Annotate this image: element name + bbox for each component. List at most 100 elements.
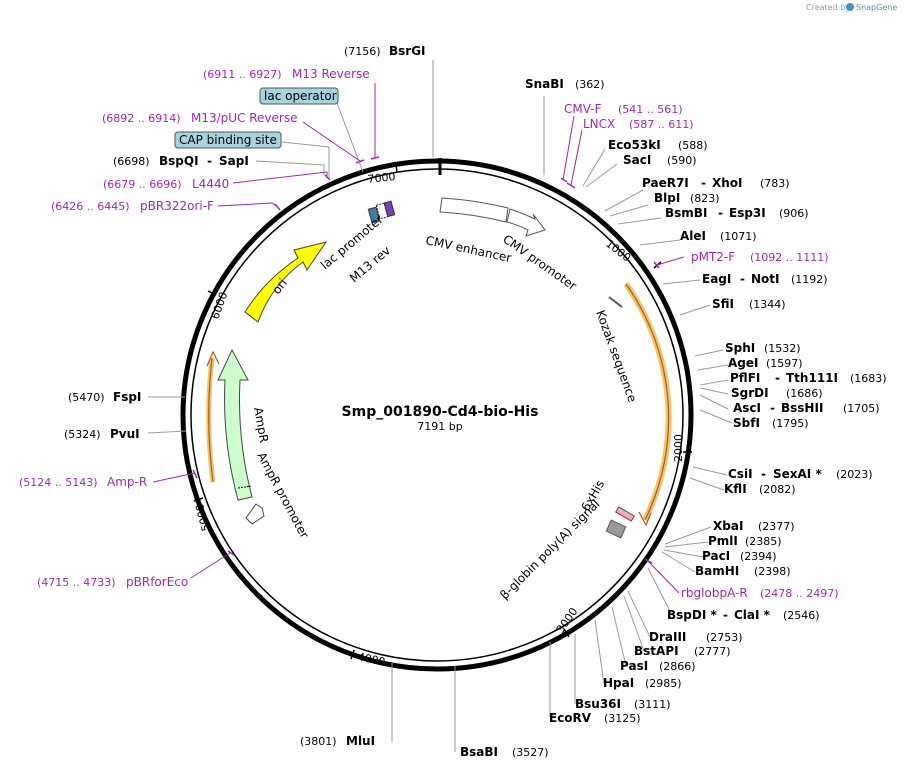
m13-rev-box — [383, 200, 396, 218]
site-eagi-name: EagI — [702, 272, 731, 286]
ampr-arc-arrowhead — [206, 350, 220, 367]
site-csii-sep: - — [761, 467, 766, 481]
kozak-sequence-mark — [608, 296, 623, 308]
site-hpai: HpaI (2985) — [603, 676, 682, 690]
polya-signal-label: β-globin poly(A) signal — [497, 497, 602, 602]
site-sfii: SfiI (1344) — [712, 297, 786, 311]
site-bsrgi: (7156) BsrGI — [344, 44, 426, 58]
site-eagi-pos: (1192) — [791, 273, 828, 286]
site-bsrgi-name: BsrGI — [389, 44, 426, 58]
site-bsmbi-name2: Esp3I — [729, 206, 766, 220]
site-bsrgi-pos: (7156) — [344, 45, 381, 58]
site-bspdi-pos: (2546) — [783, 609, 820, 622]
site-agei-pos: (1597) — [766, 357, 803, 370]
orf-arrowhead — [638, 511, 652, 527]
site-xbai-pos: (2377) — [758, 520, 795, 533]
site-sphi-pos: (1532) — [764, 342, 801, 355]
primer-rbglobpa-r: rbglobpA-R (2478 .. 2497) — [681, 586, 839, 600]
tick-2000-label: 2000 — [672, 434, 685, 462]
plasmid-size: 7191 bp — [417, 420, 462, 433]
site-pasi-pos: (2866) — [659, 660, 696, 673]
site-bstapi-pos: (2777) — [694, 645, 731, 658]
site-pflfi-pos: (1683) — [850, 372, 887, 385]
primer-pbrforeco-name: pBRforEco — [126, 575, 188, 589]
site-fspi-name: FspI — [113, 390, 141, 404]
site-alei-pos: (1071) — [720, 230, 757, 243]
site-kfli: KflI (2082) — [724, 482, 796, 496]
site-pasi-name: PasI — [620, 659, 648, 673]
primer-l4440: (6679 .. 6696) L4440 — [103, 177, 229, 191]
cmv-promoter-label: CMV promoter — [500, 232, 579, 293]
site-pmli-name: PmlI — [708, 534, 738, 548]
site-csii-name: CsiI — [728, 467, 753, 481]
site-pvui-pos: (5324) — [64, 428, 101, 441]
site-paer7i-sep: - — [701, 176, 706, 190]
primer-leader-lines — [152, 83, 685, 594]
primer-m13-reverse-range: (6911 .. 6927) — [203, 68, 282, 81]
site-bamhi-name: BamHI — [695, 564, 739, 578]
cmv-promoter-arrow — [506, 208, 546, 237]
site-eagi: EagI - NotI (1192) — [702, 272, 828, 286]
site-snabi-name: SnaBI — [525, 77, 564, 91]
primer-lncx-range: (587 .. 611) — [629, 118, 694, 131]
site-agei: AgeI (1597) — [728, 356, 803, 370]
site-asci-pos: (1705) — [843, 402, 880, 415]
boxed-lac-operator: lac operator — [259, 87, 339, 105]
site-hpai-name: HpaI — [603, 676, 634, 690]
site-paci-pos: (2394) — [740, 550, 777, 563]
tick-7000-label: 7000 — [367, 170, 396, 186]
primer-l4440-name: L4440 — [192, 177, 229, 191]
primer-pmt2-f-name: pMT2-F — [691, 250, 735, 264]
site-bspqi-name: BspQI — [159, 154, 199, 168]
site-bstapi-name: BstAPI — [634, 644, 679, 658]
site-csii-pos: (2023) — [836, 468, 873, 481]
site-fspi-pos: (5470) — [68, 391, 105, 404]
site-csii: CsiI - SexAI * (2023) — [728, 467, 873, 481]
primer-amp-r-range: (5124 .. 5143) — [19, 476, 98, 489]
ampr-dotted-line — [237, 485, 252, 489]
ampr-arc-line — [208, 357, 214, 483]
site-sfii-name: SfiI — [712, 297, 734, 311]
site-bstapi: BstAPI (2777) — [634, 644, 731, 658]
primer-pmt2-f: pMT2-F (1092 .. 1111) — [691, 250, 829, 264]
snapgene-logo-icon — [846, 3, 854, 11]
site-eagi-sep: - — [740, 272, 745, 286]
site-saci: SacI (590) — [623, 153, 697, 167]
site-pflfi: PflFI - Tth111I (1683) — [730, 371, 887, 385]
tick-5000-label: 5000 — [193, 502, 213, 532]
primer-m13-puc-reverse-range: (6892 .. 6914) — [102, 112, 181, 125]
cap-site-box — [367, 206, 381, 224]
site-pmli-pos: (2385) — [745, 535, 782, 548]
site-bspdi-name: BspDI * — [667, 608, 717, 622]
lac-operator-box — [259, 87, 339, 105]
site-bsabi: BsaBI (3527) — [460, 745, 549, 759]
primer-pbrforeco: (4715 .. 4733) pBRforEco — [37, 575, 188, 589]
site-ecorv: EcoRV (3125) — [549, 711, 641, 725]
site-paci-name: PacI — [702, 549, 730, 563]
site-sfii-pos: (1344) — [749, 298, 786, 311]
primer-amp-r: (5124 .. 5143) Amp-R — [19, 475, 147, 489]
kozak-sequence-label: Kozak sequence — [593, 308, 639, 404]
primer-m13-puc-reverse-name: M13/pUC Reverse — [191, 111, 298, 125]
site-kfli-name: KflI — [724, 482, 747, 496]
site-alei: AleI (1071) — [680, 229, 757, 243]
site-xbai: XbaI (2377) — [713, 519, 795, 533]
site-bspqi-name2: SapI — [219, 154, 249, 168]
site-pflfi-name: PflFI — [730, 371, 760, 385]
backbone-outer-circle — [180, 158, 694, 672]
site-paer7i-name2: XhoI — [712, 176, 743, 190]
site-ecorv-pos: (3125) — [604, 712, 641, 725]
tick-3000-mark — [563, 628, 570, 638]
site-eagi-name2: NotI — [751, 272, 780, 286]
site-bsmbi-sep: - — [718, 206, 723, 220]
cap-site-label-box — [174, 131, 282, 149]
site-snabi: SnaBI (362) — [525, 77, 605, 91]
site-asci-name2: BssHII — [781, 401, 823, 415]
site-blpi-pos: (823) — [690, 192, 720, 205]
site-draiii-pos: (2753) — [706, 631, 743, 644]
site-bsu36i-pos: (3111) — [634, 698, 671, 711]
ampr-promoter-label: AmpR promoter — [254, 450, 311, 541]
primer-rbglobpa-r-name: rbglobpA-R — [681, 586, 748, 600]
site-mlui-pos: (3801) — [300, 735, 337, 748]
